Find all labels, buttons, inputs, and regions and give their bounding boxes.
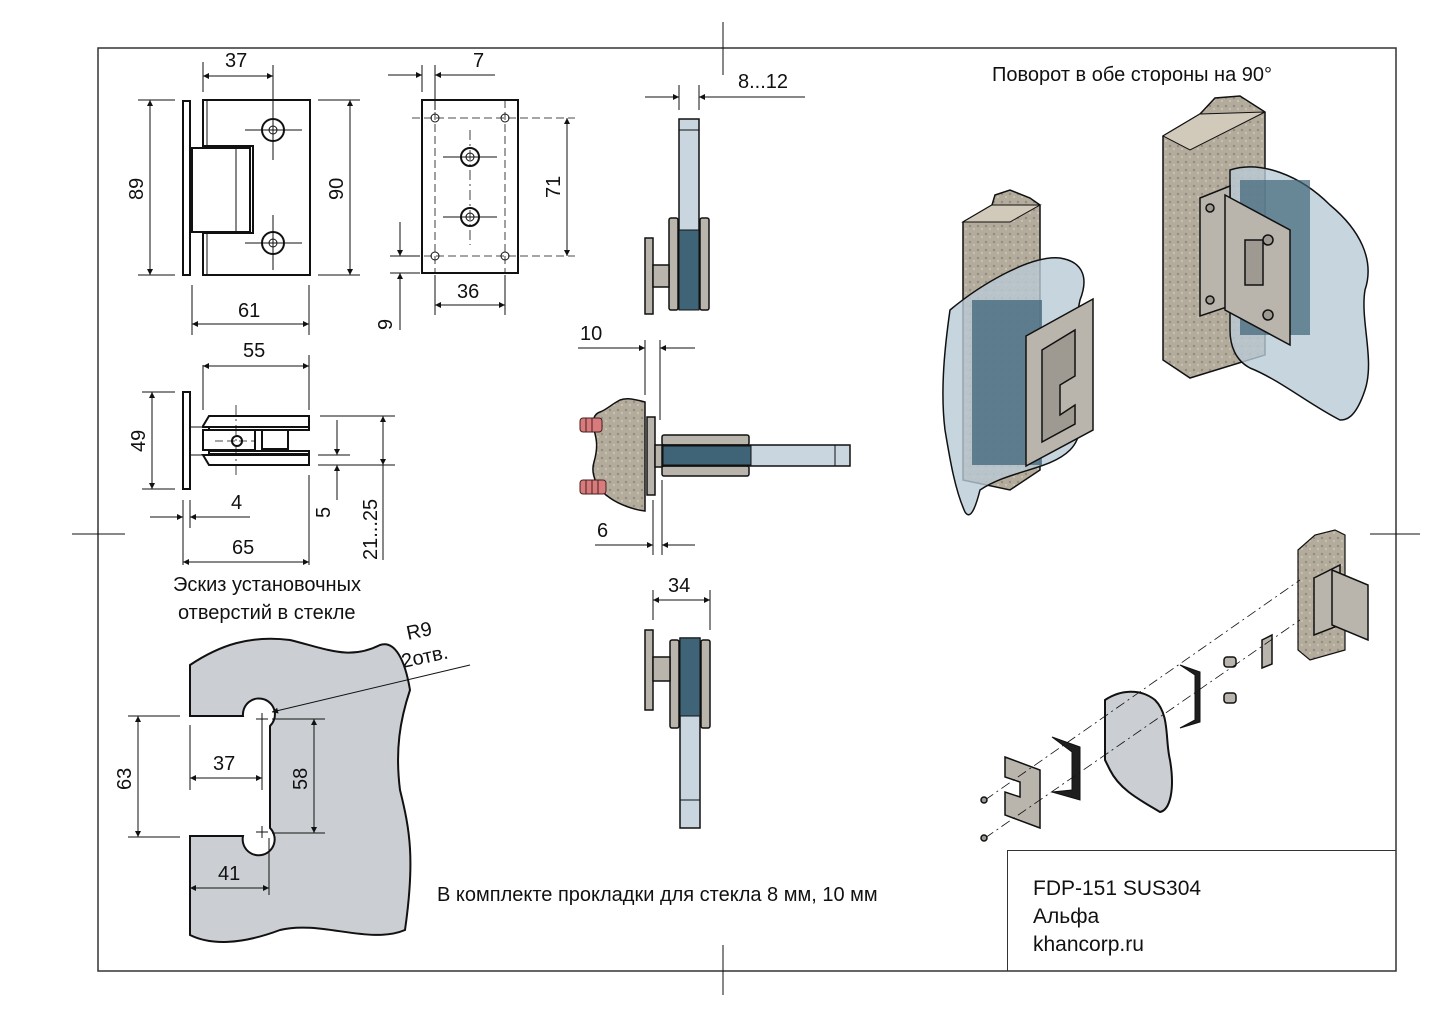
dim-front-89: 89 bbox=[126, 178, 148, 200]
title-block: FDP-151 SUS304 Альфа khancorp.ru bbox=[1007, 850, 1396, 971]
dim-cutout-holes: 2отв. bbox=[399, 642, 450, 673]
dim-section-6: 6 bbox=[597, 520, 608, 542]
back-plate-view: 7 71 36 9 bbox=[375, 50, 575, 330]
dim-front-90: 90 bbox=[326, 178, 348, 200]
caption-rotation: Поворот в обе стороны на 90° bbox=[992, 64, 1273, 86]
dim-side-34: 34 bbox=[668, 575, 690, 597]
dim-back-7: 7 bbox=[473, 50, 484, 72]
dim-cutout-41: 41 bbox=[218, 863, 240, 885]
side-view-bottom: 34 bbox=[644, 575, 711, 829]
dim-cutout-37: 37 bbox=[213, 753, 235, 775]
dim-cutout-63: 63 bbox=[114, 768, 136, 790]
dim-section-10: 10 bbox=[580, 323, 602, 345]
iso-view-left bbox=[942, 189, 1094, 516]
top-view: 55 49 4 65 5 21...25 bbox=[128, 340, 395, 565]
dim-front-61: 61 bbox=[238, 300, 260, 322]
sheet-frame bbox=[72, 22, 1420, 995]
section-view: 10 6 bbox=[578, 323, 851, 555]
dim-glass-thickness: 8...12 bbox=[738, 71, 788, 93]
front-view: 37 89 90 61 bbox=[126, 50, 360, 335]
dim-top-49: 49 bbox=[128, 430, 150, 452]
exploded-view bbox=[980, 529, 1369, 842]
dim-back-36: 36 bbox=[457, 281, 479, 303]
dim-top-4: 4 bbox=[231, 492, 242, 514]
dim-top-65: 65 bbox=[232, 537, 254, 559]
dim-top-5: 5 bbox=[313, 507, 335, 518]
dim-front-37: 37 bbox=[225, 50, 247, 72]
iso-view-right bbox=[1161, 95, 1370, 421]
caption-sketch-line2: отверстий в стекле bbox=[178, 602, 356, 624]
side-view-top: 8...12 bbox=[644, 71, 805, 315]
title-model: FDP-151 SUS304 bbox=[1033, 877, 1202, 900]
dim-top-21-25: 21...25 bbox=[360, 499, 382, 560]
title-name: Альфа bbox=[1033, 905, 1100, 928]
dim-back-71: 71 bbox=[543, 176, 565, 198]
caption-sketch-line1: Эскиз установочных bbox=[173, 574, 361, 596]
dim-cutout-58: 58 bbox=[290, 768, 312, 790]
dim-top-55: 55 bbox=[243, 340, 265, 362]
dim-cutout-r9: R9 bbox=[404, 618, 434, 645]
note-gaskets: В комплекте прокладки для стекла 8 мм, 1… bbox=[437, 884, 878, 906]
title-site: khancorp.ru bbox=[1033, 933, 1144, 956]
dim-back-9: 9 bbox=[375, 319, 397, 330]
glass-cutout-sketch: R9 2отв. 63 37 58 41 bbox=[114, 618, 471, 943]
